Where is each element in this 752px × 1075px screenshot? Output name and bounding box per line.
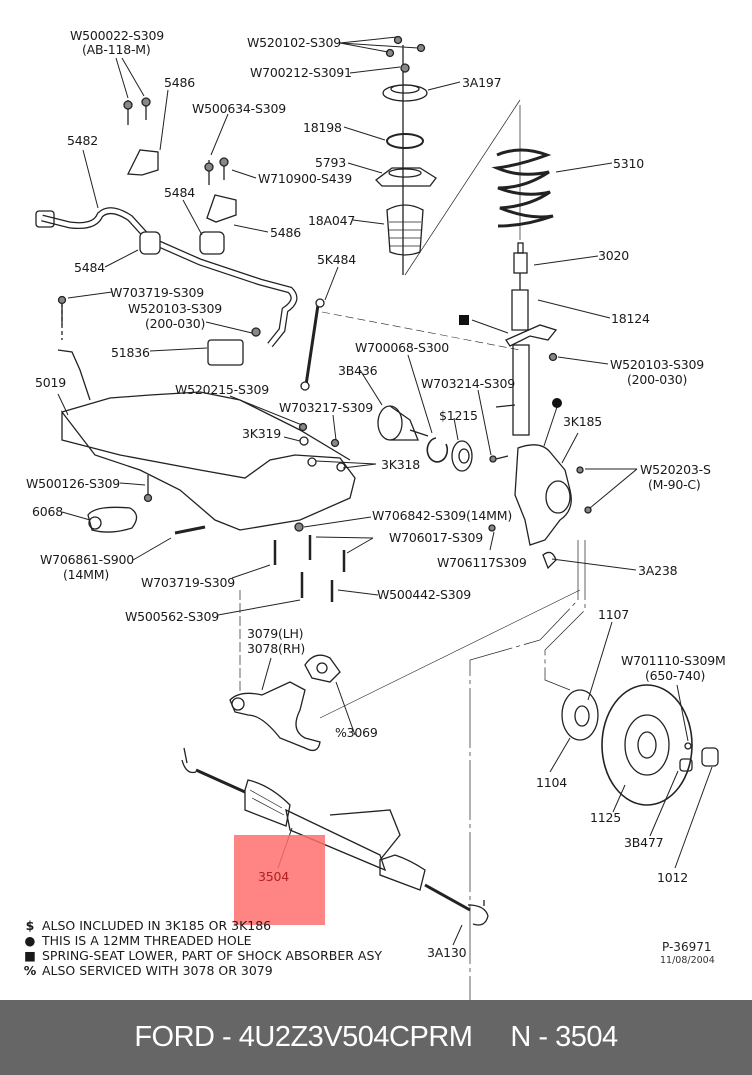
part-info-banner: FORD - 4U2Z3V504CPRM N - 3504	[0, 1000, 752, 1075]
steering-knuckle	[488, 444, 592, 570]
part-label[interactable]: 1104	[536, 775, 568, 790]
part-label[interactable]: 3K185	[563, 414, 603, 429]
part-label[interactable]: 3A197	[462, 75, 502, 90]
part-label[interactable]: W500634-S309	[192, 101, 286, 116]
part-label[interactable]: W703217-S309	[279, 400, 373, 415]
part-label[interactable]: W703214-S309	[421, 376, 515, 391]
steering-rack	[181, 747, 489, 926]
legend-item: $ ALSO INCLUDED IN 3K185 OR 3K186	[22, 918, 382, 933]
part-label[interactable]: W703719-S309	[141, 575, 235, 590]
legend-text: SPRING-SEAT LOWER, PART OF SHOCK ABSORBE…	[41, 948, 383, 963]
part-label[interactable]: W706842-S309(14MM)	[372, 508, 513, 523]
percent-symbol-icon: %	[23, 963, 37, 978]
part-label[interactable]: 5484	[164, 185, 196, 200]
square-symbol-icon: ■	[24, 948, 36, 963]
part-label[interactable]: 5486	[270, 225, 302, 240]
subframe	[57, 295, 356, 602]
part-label[interactable]: 1125	[590, 810, 622, 825]
part-label[interactable]: W701110-S309M	[621, 653, 726, 668]
part-label[interactable]: W520203-S	[640, 462, 711, 477]
part-label[interactable]: 3020	[598, 248, 630, 263]
part-label[interactable]: W520102-S309	[247, 35, 341, 50]
drawing-number: P-36971	[662, 940, 712, 954]
part-label[interactable]: 5310	[613, 156, 645, 171]
part-label-spec: (650-740)	[645, 668, 706, 683]
part-label[interactable]: $1215	[439, 408, 478, 423]
part-label[interactable]: 6068	[32, 504, 64, 519]
part-label[interactable]: 3K319	[242, 426, 282, 441]
leader-lines	[57, 36, 713, 946]
part-label[interactable]: W500442-S309	[377, 587, 471, 602]
part-label[interactable]: 3A130	[427, 945, 467, 960]
part-label[interactable]: 1012	[657, 870, 689, 885]
highlighted-part-label[interactable]: 3504	[258, 869, 290, 884]
part-label[interactable]: 3K318	[381, 457, 421, 472]
lower-control-arm	[229, 589, 581, 752]
part-label[interactable]: %3069	[335, 725, 378, 740]
part-label[interactable]: 5486	[164, 75, 196, 90]
halfshaft-joint	[321, 311, 521, 472]
legend-item: % ALSO SERVICED WITH 3078 OR 3079	[22, 963, 382, 978]
part-label[interactable]: W500562-S309	[125, 609, 219, 624]
part-label[interactable]: 3078(RH)	[247, 641, 306, 656]
drawing-date: 11/08/2004	[660, 955, 715, 966]
part-label[interactable]: 5482	[67, 133, 99, 148]
part-label[interactable]: 5K484	[317, 252, 357, 267]
part-label-spec: (200-030)	[145, 316, 206, 331]
part-label[interactable]: 18A047	[308, 213, 356, 228]
diagram-artwork	[35, 35, 719, 1000]
part-label[interactable]: W500022-S309	[70, 28, 164, 43]
part-label[interactable]: 3079(LH)	[247, 626, 304, 641]
part-label[interactable]: 51836	[111, 345, 150, 360]
dollar-symbol-icon: $	[25, 918, 35, 933]
part-label[interactable]: W710900-S439	[258, 171, 352, 186]
part-label[interactable]: 5793	[315, 155, 347, 170]
stabilizer-bar	[35, 97, 325, 391]
part-label[interactable]: 18124	[611, 311, 650, 326]
dot-marker-icon	[552, 398, 562, 408]
part-label[interactable]: W700212-S3091	[250, 65, 352, 80]
part-label[interactable]: 5019	[35, 375, 67, 390]
legend-item: ● THIS IS A 12MM THREADED HOLE	[22, 933, 382, 948]
legend-text: THIS IS A 12MM THREADED HOLE	[41, 933, 252, 948]
dot-symbol-icon: ●	[24, 933, 36, 948]
part-label[interactable]: W500126-S309	[26, 476, 120, 491]
part-label[interactable]: W520103-S309	[128, 301, 222, 316]
diagram-reference: N - 3504	[510, 1021, 618, 1053]
part-label[interactable]: 3B477	[624, 835, 664, 850]
part-label[interactable]: 3B436	[338, 363, 378, 378]
part-label[interactable]: 5484	[74, 260, 106, 275]
part-label[interactable]: 3A238	[638, 563, 678, 578]
part-label-spec: (14MM)	[63, 567, 110, 582]
part-label-spec: (M-90-C)	[648, 477, 701, 492]
part-label-spec: (200-030)	[627, 372, 688, 387]
strut-mount-stack	[375, 35, 521, 276]
highlighted-part-box[interactable]	[234, 835, 325, 925]
part-label[interactable]: W706117S309	[437, 555, 527, 570]
part-label[interactable]: 1107	[598, 607, 630, 622]
part-label-spec: (AB-118-M)	[82, 42, 151, 57]
legend: $ ALSO INCLUDED IN 3K185 OR 3K186 ● THIS…	[22, 918, 382, 978]
part-label[interactable]: W520215-S309	[175, 382, 269, 397]
part-label[interactable]: W706017-S309	[389, 530, 483, 545]
exploded-parts-diagram: W500022-S309 (AB-118-M) 5486 5482 W50063…	[22, 28, 726, 1000]
part-label[interactable]: W700068-S300	[355, 340, 449, 355]
part-label[interactable]: W706861-S900	[40, 552, 134, 567]
shock-absorber	[495, 242, 558, 436]
hub-and-rotor	[469, 540, 719, 1000]
legend-item: ■ SPRING-SEAT LOWER, PART OF SHOCK ABSOR…	[22, 948, 382, 963]
part-label[interactable]: 18198	[303, 120, 342, 135]
legend-text: ALSO INCLUDED IN 3K185 OR 3K186	[41, 918, 272, 933]
coil-spring	[491, 105, 554, 240]
square-marker-icon	[459, 315, 469, 325]
legend-text: ALSO SERVICED WITH 3078 OR 3079	[41, 963, 273, 978]
part-label[interactable]: W520103-S309	[610, 357, 704, 372]
brand-part-number: FORD - 4U2Z3V504CPRM	[134, 1021, 473, 1053]
part-label[interactable]: W703719-S309	[110, 285, 204, 300]
